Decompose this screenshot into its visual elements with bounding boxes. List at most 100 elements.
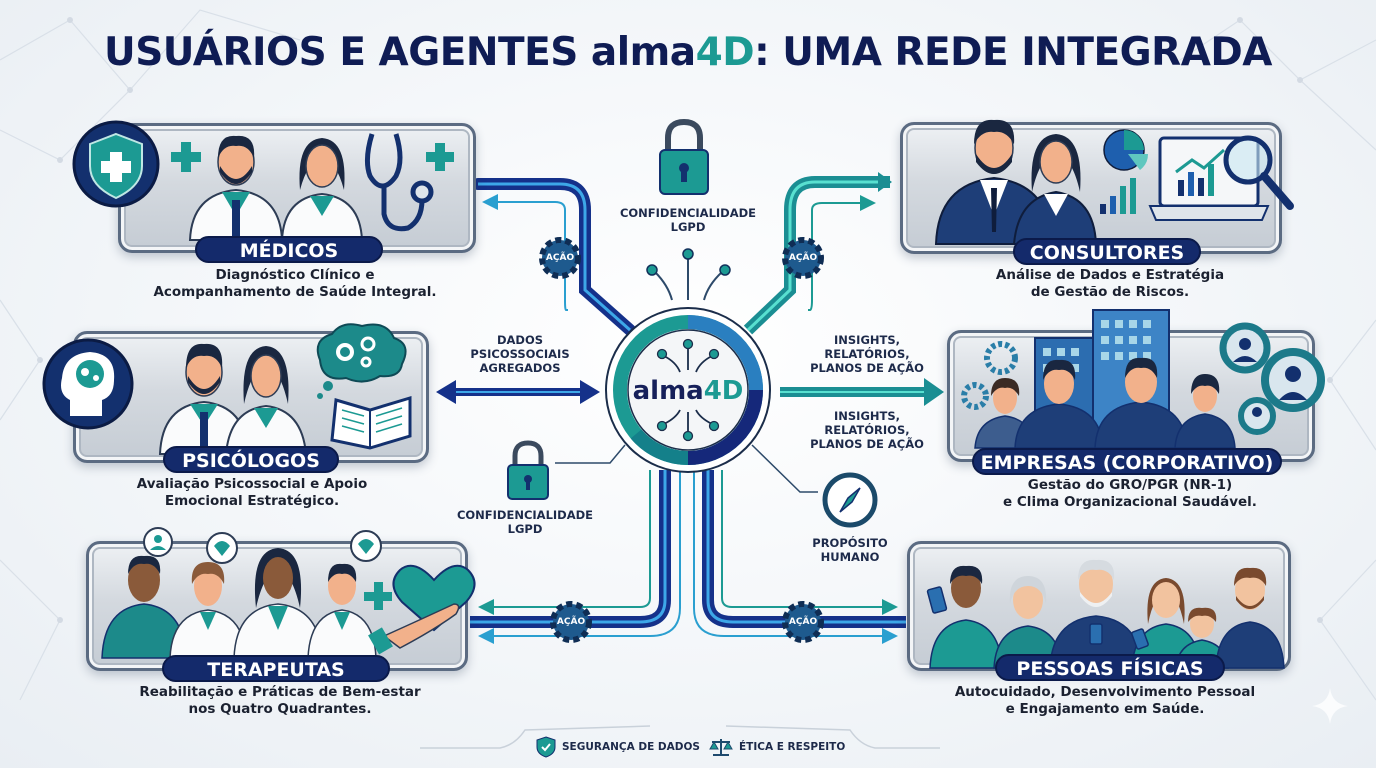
medicos-description: Diagnóstico Clínico e Acompanhamento de …	[110, 267, 480, 301]
psicologos-desc-line2: Emocional Estratégico.	[164, 493, 340, 509]
footer-security-label: SEGURANÇA DE DADOS	[562, 741, 700, 753]
insights-top-line1: INSIGHTS,	[833, 333, 901, 347]
consultores-label: CONSULTORES	[1013, 238, 1201, 265]
pessoas-desc-line1: Autocuidado, Desenvolvimento Pessoal	[954, 684, 1256, 700]
psychologist-male-icon	[158, 343, 250, 455]
insights-top-line2: RELATÓRIOS,	[824, 347, 910, 361]
heart-hand-icon	[368, 564, 476, 655]
terapeutas-desc-line2: nos Quatro Quadrantes.	[188, 701, 372, 717]
medicos-desc-line2: Acompanhamento de Saúde Integral.	[153, 284, 437, 300]
consultores-illustration	[934, 119, 1294, 245]
lock-icon	[659, 118, 709, 195]
insights-bottom-line2: RELATÓRIOS,	[824, 423, 910, 437]
psicologos-desc-line1: Avaliação Psicossocial e Apoio	[136, 476, 368, 492]
medicos-desc-line1: Diagnóstico Clínico e	[215, 267, 375, 283]
insights-bottom-label: INSIGHTS, RELATÓRIOS, PLANOS DE AÇÃO	[792, 409, 942, 451]
footer-ethics: ÉTICA E RESPEITO	[709, 736, 845, 758]
empresas-label: EMPRESAS (CORPORATIVO)	[972, 448, 1282, 475]
consultant-female-icon	[1012, 134, 1098, 245]
proposito-line1: PROPÓSITO	[812, 536, 888, 550]
dados-line1: DADOS	[496, 333, 544, 347]
hub-ring	[605, 307, 771, 473]
compass-icon	[822, 472, 878, 528]
gear-person-icon	[1219, 322, 1325, 435]
dados-line2: PSICOSSOCIAIS	[470, 347, 570, 361]
scales-icon	[709, 739, 733, 756]
doctor-male-icon	[188, 135, 284, 241]
action-label: AÇÃO	[545, 253, 575, 263]
magnifier-icon	[1223, 135, 1294, 210]
empresas-desc-line1: Gestão do GRO/PGR (NR-1)	[1027, 477, 1233, 493]
page-title: USUÁRIOS E AGENTES alma4D: UMA REDE INTE…	[0, 30, 1376, 75]
doctor-female-icon	[280, 138, 364, 241]
open-book-icon	[330, 395, 412, 450]
insights-bottom-line3: PLANOS DE AÇÃO	[810, 437, 924, 451]
action-label: AÇÃO	[556, 617, 586, 627]
title-brand-main: alma	[590, 30, 696, 75]
pessoas-label: PESSOAS FÍSICAS	[995, 654, 1225, 681]
action-gear-top-right[interactable]: AÇÃO	[780, 235, 826, 281]
bar-chart-icon	[1100, 178, 1136, 214]
proposito-label: PROPÓSITO HUMANO	[790, 536, 910, 564]
action-label: AÇÃO	[788, 617, 818, 627]
action-label: AÇÃO	[788, 253, 818, 263]
plus-icon	[171, 142, 201, 172]
title-text-part1: USUÁRIOS E AGENTES	[104, 30, 591, 75]
gear-icon	[782, 237, 824, 279]
family-group-icon	[929, 559, 1285, 669]
medicos-illustration	[72, 120, 454, 241]
head-gears-icon	[42, 338, 134, 430]
empresas-description: Gestão do GRO/PGR (NR-1) e Clima Organiz…	[940, 477, 1320, 511]
insights-top-label: INSIGHTS, RELATÓRIOS, PLANOS DE AÇÃO	[792, 333, 942, 375]
title-brand-accent: 4D	[695, 30, 755, 75]
empresas-desc-line2: e Clima Organizacional Saudável.	[1003, 494, 1257, 510]
shield-plus-icon	[72, 120, 160, 208]
action-gear-bottom-right[interactable]: AÇÃO	[780, 599, 826, 645]
psychologist-female-icon	[224, 346, 308, 455]
action-gear-top-left[interactable]: AÇÃO	[537, 235, 583, 281]
gear-icon	[539, 237, 581, 279]
confidentiality-bottom-label: CONFIDENCIALIDADE LGPD	[445, 508, 605, 536]
pie-chart-icon	[1103, 129, 1148, 171]
pessoas-illustration	[926, 559, 1285, 669]
psicologos-illustration	[42, 323, 412, 455]
thought-cloud-gears-icon	[316, 323, 407, 399]
footer-security: SEGURANÇA DE DADOS	[536, 736, 700, 758]
confidentiality-top-line1: CONFIDENCIALIDADE	[619, 206, 757, 220]
confidentiality-top-line2: LGPD	[670, 220, 706, 234]
alma4d-hub[interactable]: alma4D	[596, 306, 780, 474]
consultores-desc-line2: de Gestão de Riscos.	[1030, 284, 1190, 300]
psicologos-description: Avaliação Psicossocial e Apoio Emocional…	[70, 476, 434, 510]
hub-brand-main: alma	[632, 376, 704, 406]
hub-logo: alma4D	[596, 376, 780, 406]
gear-icon	[961, 341, 1018, 410]
dados-label: DADOS PSICOSSOCIAIS AGREGADOS	[455, 333, 585, 375]
laptop-chart-icon	[1148, 136, 1270, 221]
action-gear-bottom-left[interactable]: AÇÃO	[548, 599, 594, 645]
pessoas-desc-line2: e Engajamento em Saúde.	[1005, 701, 1205, 717]
confidentiality-bottom-line1: CONFIDENCIALIDADE	[456, 508, 594, 522]
terapeutas-description: Reabilitação e Práticas de Bem-estar nos…	[90, 684, 470, 718]
gear-icon	[550, 601, 592, 643]
empresas-illustration	[961, 309, 1325, 449]
plus-icon	[364, 582, 392, 610]
footer-ethics-label: ÉTICA E RESPEITO	[739, 741, 846, 753]
hub-brand-accent: 4D	[703, 376, 744, 406]
lock-icon	[507, 440, 549, 500]
confidentiality-top-label: CONFIDENCIALIDADE LGPD	[608, 206, 768, 234]
stethoscope-icon	[364, 133, 434, 232]
pessoas-description: Autocuidado, Desenvolvimento Pessoal e E…	[910, 684, 1300, 718]
consultores-desc-line1: Análise de Dados e Estratégia	[995, 267, 1225, 283]
plus-icon	[426, 143, 454, 171]
terapeutas-desc-line1: Reabilitação e Práticas de Bem-estar	[139, 684, 421, 700]
insights-bottom-line1: INSIGHTS,	[833, 409, 901, 423]
terapeutas-illustration	[101, 527, 476, 659]
title-text-part2: : UMA REDE INTEGRADA	[754, 30, 1272, 75]
insights-top-line3: PLANOS DE AÇÃO	[810, 361, 924, 375]
confidentiality-bottom-line2: LGPD	[507, 522, 543, 536]
medicos-label: MÉDICOS	[195, 236, 383, 263]
smartphone-icon	[926, 586, 1149, 650]
team-icon	[974, 357, 1236, 449]
sparkle-icon	[1312, 688, 1348, 724]
consultores-description: Análise de Dados e Estratégia de Gestão …	[920, 267, 1300, 301]
